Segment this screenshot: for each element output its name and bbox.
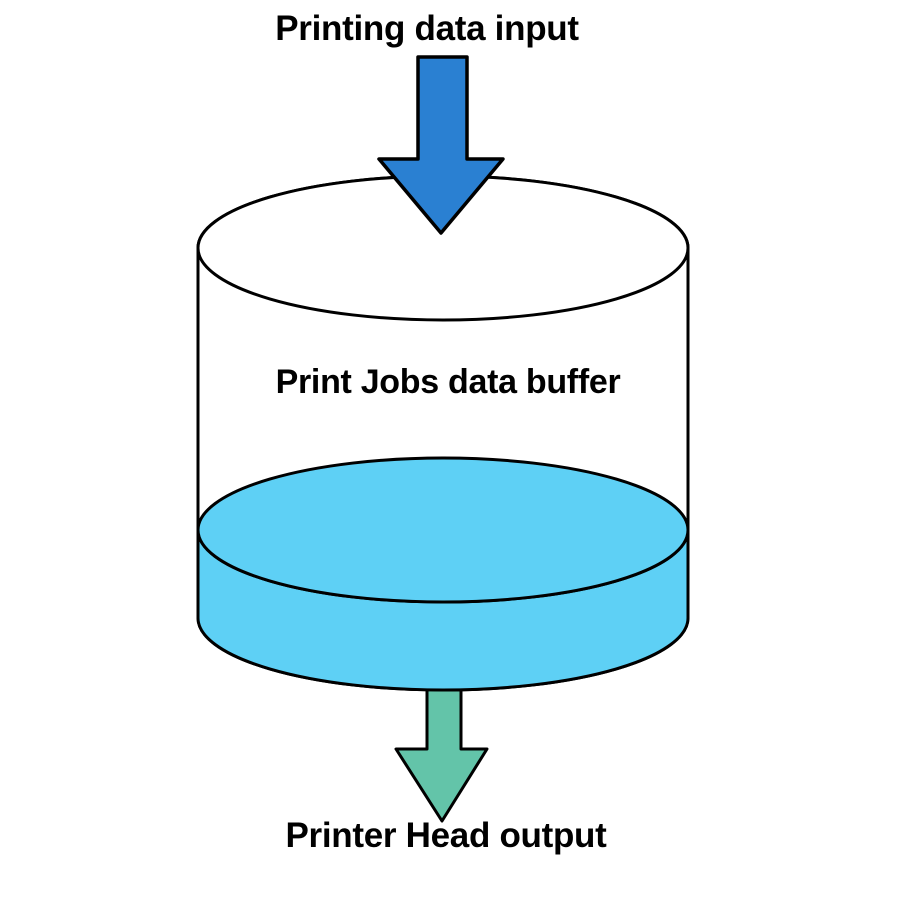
input-label: Printing data input <box>275 9 579 48</box>
buffer-label: Print Jobs data buffer <box>276 363 621 401</box>
input-arrow-icon <box>377 55 505 235</box>
output-label: Printer Head output <box>286 816 608 855</box>
buffer-fill-surface <box>196 456 690 604</box>
